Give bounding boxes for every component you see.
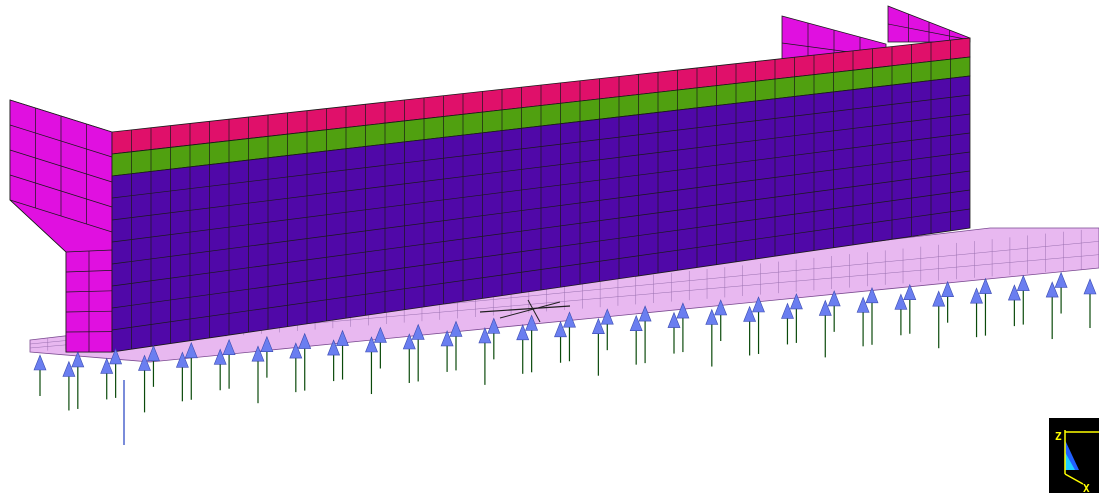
- support-arrow-icon: [62, 360, 76, 377]
- triad-z-label: Z: [1055, 430, 1062, 443]
- right-wing-b-hline: [887, 23, 971, 41]
- support-arrow-icon: [298, 332, 312, 349]
- support-arrow-icon: [1045, 281, 1059, 298]
- support-arrow-icon: [71, 351, 85, 368]
- left-wing-lower-hline: [65, 270, 113, 273]
- support-arrow-icon: [175, 351, 189, 368]
- support-arrow-icon: [827, 290, 841, 307]
- support-arrow-icon: [970, 287, 983, 304]
- axis-triad: Z X: [1049, 418, 1099, 493]
- support-arrow-icon: [554, 320, 567, 338]
- support-arrow-icon: [752, 296, 765, 313]
- origin-marker-line: [499, 301, 561, 319]
- support-arrow-icon: [638, 305, 652, 322]
- support-arrow-icon: [402, 333, 416, 350]
- wall-body-hline: [111, 94, 971, 199]
- wall-body-hline: [111, 132, 971, 243]
- support-arrow-icon: [1054, 271, 1068, 288]
- support-arrow-icon: [979, 277, 992, 294]
- support-arrow-icon: [516, 323, 530, 341]
- origin-marker-line: [527, 299, 541, 323]
- support-arrow-icon: [213, 348, 227, 365]
- support-arrow-icon: [147, 344, 160, 362]
- left-wing-lower-hline: [65, 310, 113, 313]
- wall-body-hline: [111, 170, 971, 287]
- support-arrow-icon: [289, 342, 303, 359]
- support-arrow-icon: [487, 317, 501, 334]
- support-arrow-icon: [941, 280, 955, 298]
- main-wall: [111, 37, 971, 353]
- support-arrow-icon: [714, 299, 728, 316]
- support-arrow-icon: [109, 348, 123, 365]
- support-arrow-icon: [705, 308, 719, 325]
- origin-marker: [479, 299, 571, 323]
- support-arrow-icon: [894, 293, 908, 310]
- spring-supports: [33, 271, 1097, 445]
- left-wing-lower-hline: [65, 290, 113, 293]
- triad-plane-highlight-icon: [1065, 452, 1075, 470]
- support-arrow-icon: [600, 308, 614, 325]
- triad-x-axis-icon: [1064, 473, 1084, 485]
- support-arrow-icon: [373, 326, 387, 343]
- left-wing-upper-hline: [9, 149, 113, 183]
- support-arrow-icon: [789, 293, 803, 310]
- support-arrow-icon: [411, 323, 425, 340]
- support-arrow-icon: [449, 320, 463, 337]
- left-wing-wall: [9, 99, 113, 353]
- support-arrow-icon: [932, 290, 946, 307]
- support-arrow-icon: [440, 330, 454, 347]
- left-wing-edge: [9, 199, 67, 253]
- support-arrow-icon: [667, 311, 681, 328]
- wall-body-hline: [111, 113, 971, 221]
- support-arrow-icon: [478, 327, 492, 344]
- support-arrow-icon: [251, 345, 265, 362]
- support-arrow-icon: [743, 305, 757, 322]
- support-arrow-icon: [629, 314, 643, 332]
- support-arrow-icon: [184, 341, 198, 359]
- support-arrow-icon: [222, 338, 236, 356]
- wall-body-hline: [111, 208, 971, 331]
- support-arrow-icon: [676, 302, 690, 319]
- support-arrow-icon: [365, 336, 378, 353]
- support-arrow-icon: [138, 354, 151, 371]
- support-arrow-icon: [818, 299, 832, 316]
- support-arrow-icon: [865, 286, 879, 304]
- support-arrow-icon: [1083, 278, 1097, 295]
- support-arrow-icon: [327, 339, 341, 356]
- triad-x-label: X: [1083, 482, 1090, 493]
- support-arrow-icon: [525, 314, 539, 331]
- support-arrow-icon: [1016, 274, 1030, 291]
- origin-marker-line: [479, 305, 571, 313]
- wall-body-hline: [111, 189, 971, 309]
- support-arrow-icon: [33, 354, 47, 371]
- support-arrow-icon: [591, 317, 605, 335]
- support-arrow-icon: [336, 329, 349, 346]
- support-arrow-icon: [100, 357, 114, 374]
- left-wing-upper-hline: [9, 124, 113, 158]
- support-arrow-icon: [260, 335, 274, 353]
- support-arrow-icon: [1007, 284, 1021, 301]
- wall-body-hline: [111, 151, 971, 265]
- support-arrow-icon: [781, 302, 794, 319]
- support-arrow-icon: [856, 296, 870, 313]
- left-wing-upper-hline: [9, 174, 113, 208]
- support-arrow-icon: [903, 283, 917, 301]
- support-arrow-icon: [563, 311, 576, 328]
